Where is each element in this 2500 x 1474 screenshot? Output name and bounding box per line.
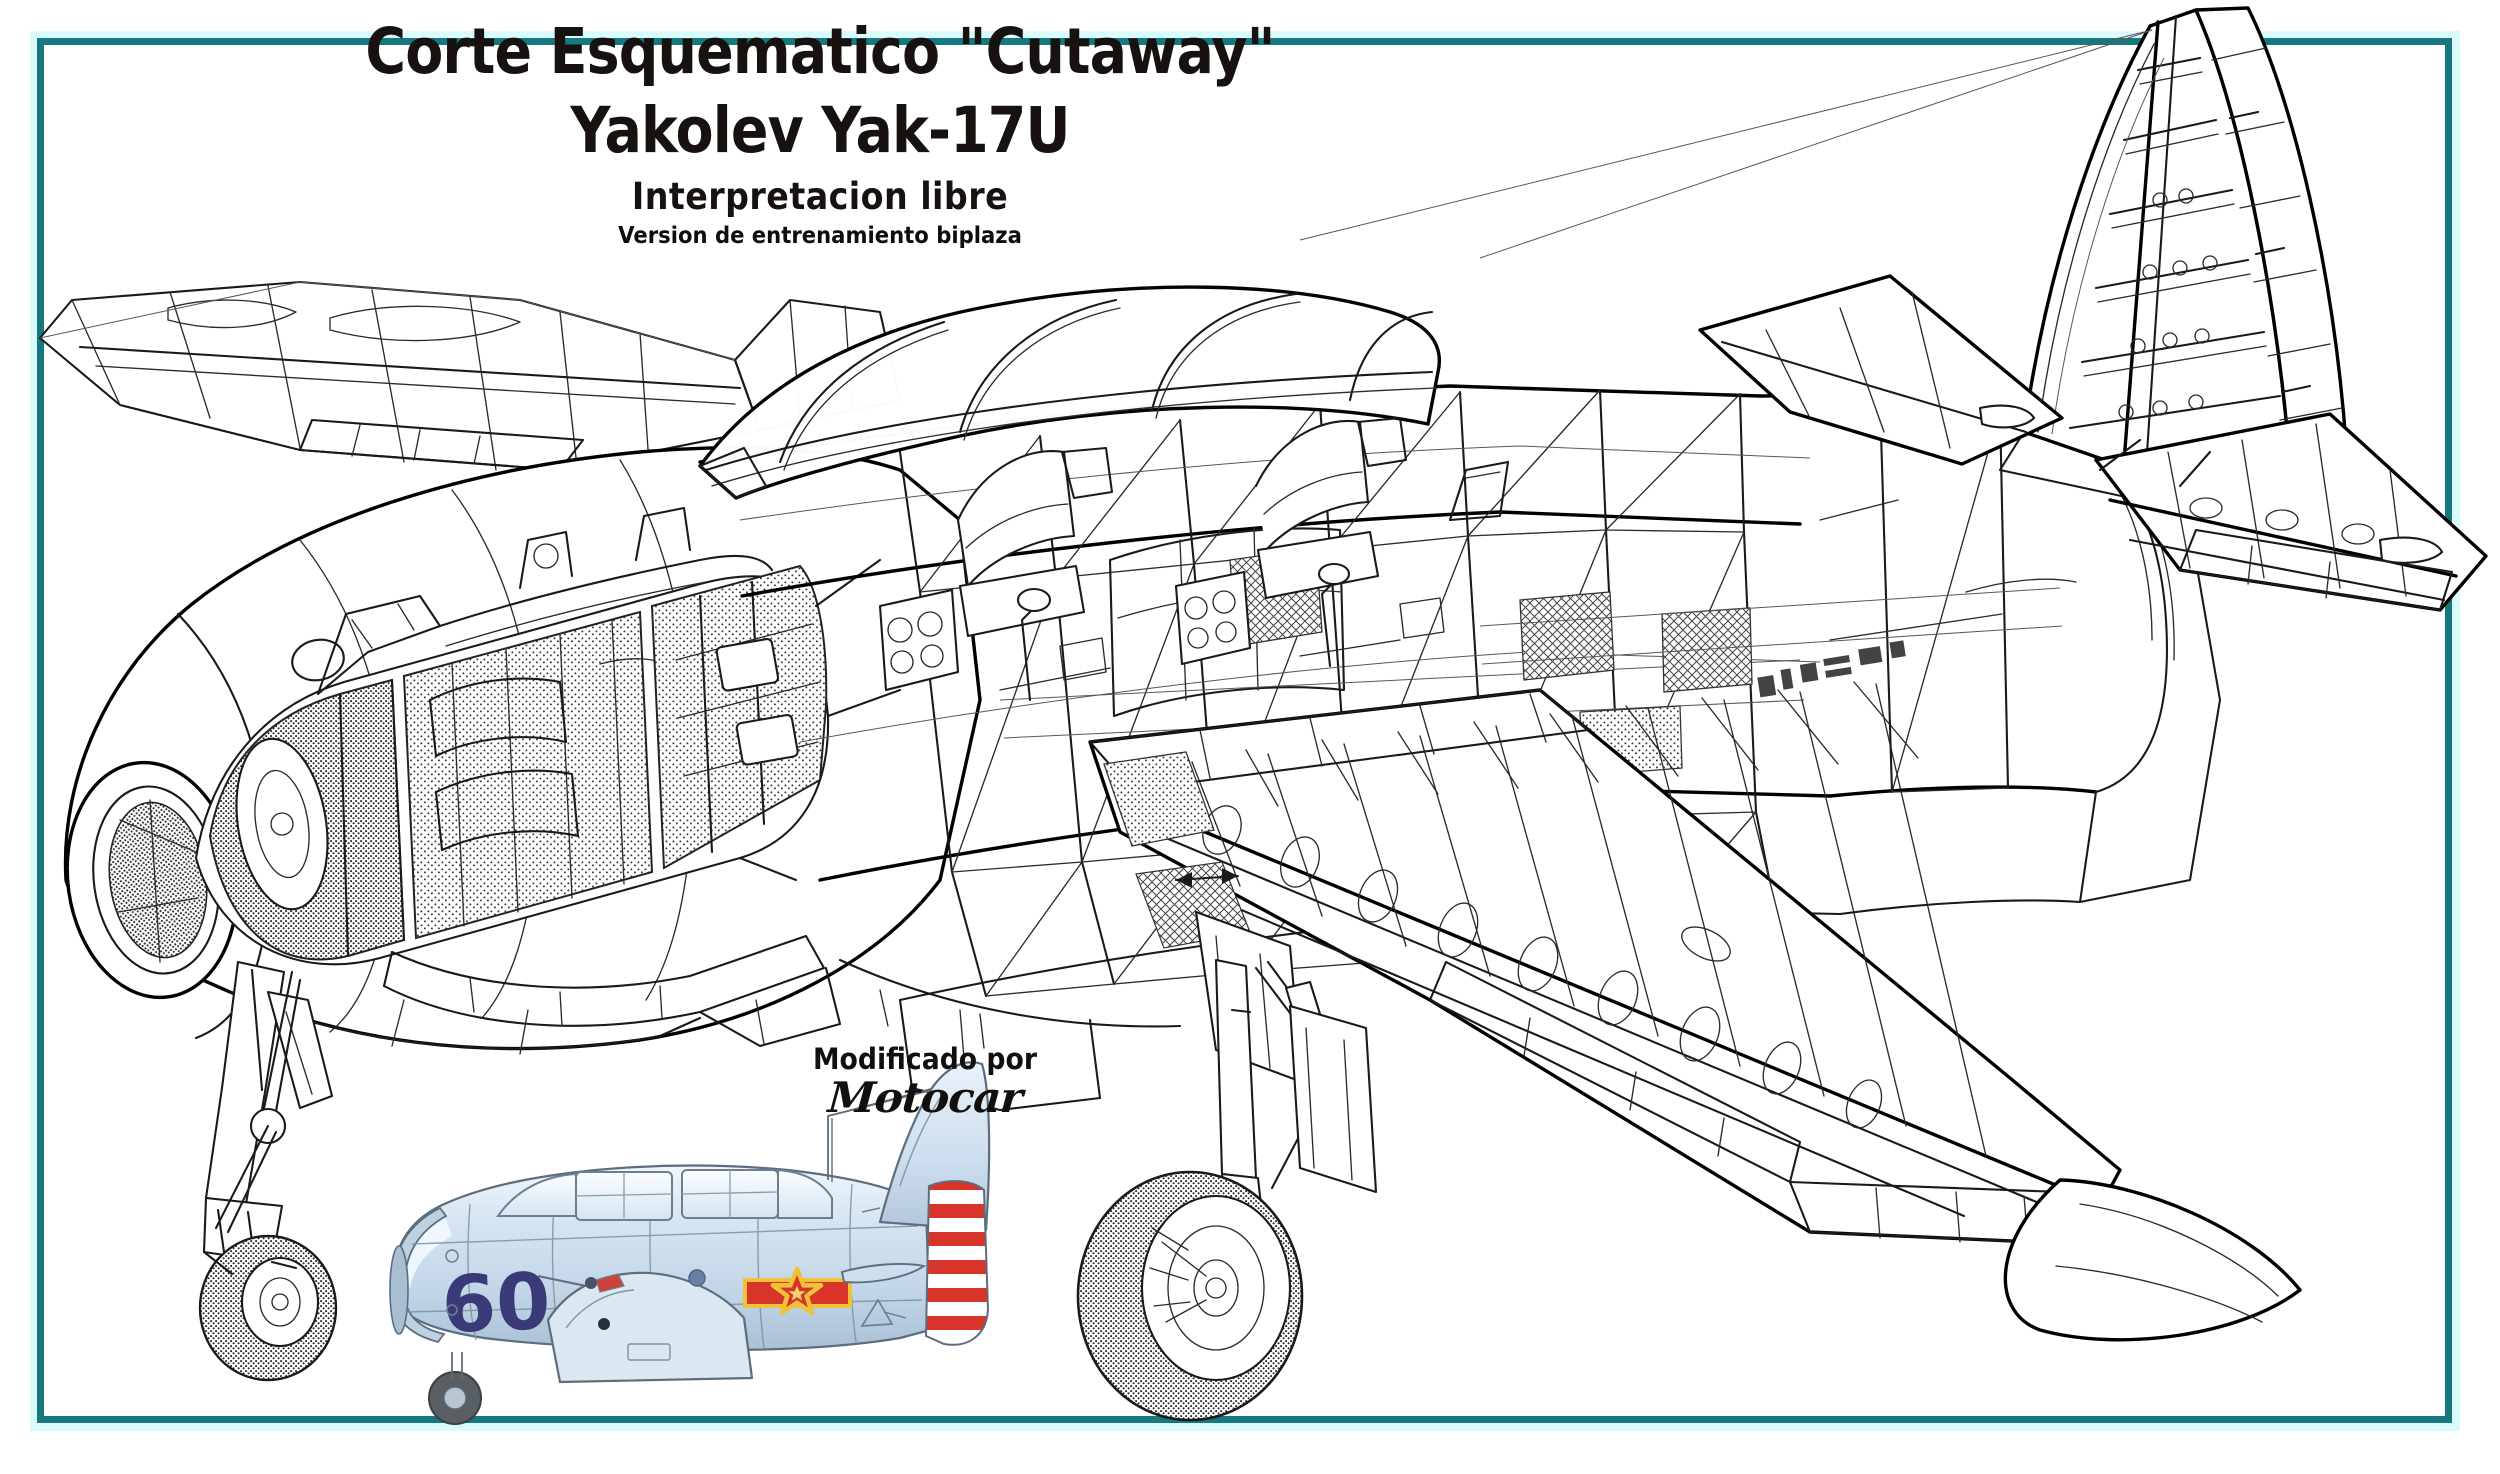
main-landing-gear xyxy=(1076,910,1378,1422)
title-block: Corte Esquematico "Cutaway" Yakolev Yak-… xyxy=(0,16,1640,252)
vertical-fin xyxy=(1299,6,2348,502)
tail-control-runs xyxy=(1174,460,2077,888)
title-line-4: Version de entrenamiento biplaza xyxy=(618,223,1022,249)
turbojet-engine xyxy=(194,506,902,966)
credit-block: Modificado por Motocar xyxy=(795,1042,1055,1122)
title-line-2: Yakolev Yak-17U xyxy=(570,94,1070,167)
jet-pipe-and-lower-bay xyxy=(382,934,842,1048)
profile-rudder-stripes xyxy=(926,1181,988,1345)
canopy-and-cockpit xyxy=(698,285,1445,702)
fuselage-serial-faint xyxy=(1757,640,1906,698)
horizontal-stabiliser xyxy=(1698,274,2488,612)
profile-insignia xyxy=(743,1266,852,1316)
credit-signature: Motocar xyxy=(826,1073,1024,1122)
profile-aircraft: 60 xyxy=(389,1061,991,1425)
left-wing-group xyxy=(38,280,902,479)
title-line-1: Corte Esquematico "Cutaway" xyxy=(365,15,1275,88)
profile-tail-number: 60 xyxy=(440,1257,552,1351)
title-line-3: Interpretacion libre xyxy=(631,175,1009,218)
nose-landing-gear xyxy=(198,960,338,1382)
credit-prefix: Modificado por xyxy=(812,1042,1038,1076)
